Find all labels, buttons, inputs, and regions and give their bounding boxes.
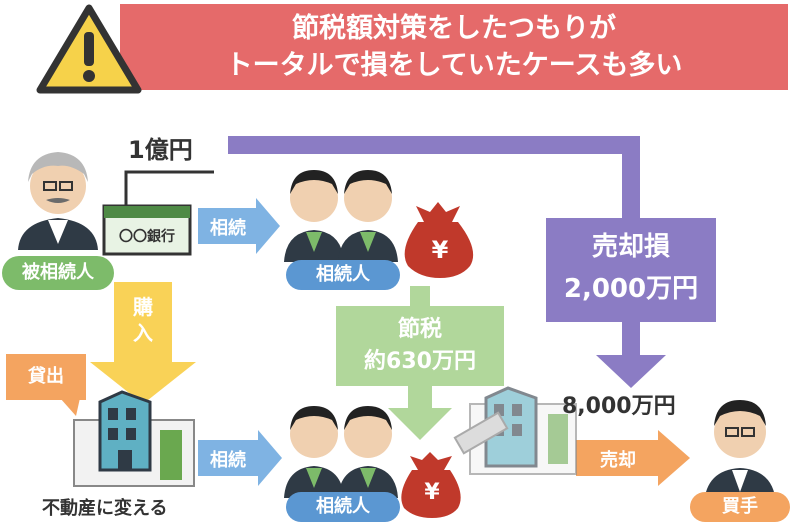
heirs-bottom-person bbox=[284, 406, 398, 498]
inherit-bottom-arrow bbox=[258, 430, 282, 486]
bankbook-icon bbox=[102, 204, 192, 256]
sale-loss-box bbox=[546, 218, 716, 322]
heirs-bottom-label: 相続人 bbox=[286, 492, 400, 522]
inherit-bottom-label: 相続 bbox=[210, 450, 246, 471]
sold-tag-icon bbox=[453, 411, 509, 455]
purchase-arrow-body bbox=[114, 282, 172, 364]
banner-line-1: 節税額対策をしたつもりが bbox=[292, 13, 616, 44]
tax-save-box bbox=[336, 306, 504, 386]
tax-save-line-2: 約630万円 bbox=[364, 349, 476, 374]
money-bag-top-icon bbox=[404, 202, 474, 278]
yen-bottom: ¥ bbox=[424, 480, 440, 505]
sale-loss-line-1: 売却損 bbox=[591, 232, 670, 262]
inherit-top-arrow bbox=[256, 198, 280, 254]
purple-arrowhead bbox=[596, 355, 666, 388]
warning-icon bbox=[36, 4, 142, 94]
heirs-top-label: 相続人 bbox=[286, 260, 400, 290]
tax-save-text: 節税 約630万円 bbox=[336, 314, 504, 378]
banner-line-2: トータルで損をしていたケースも多い bbox=[225, 50, 683, 81]
buyer-label: 買手 bbox=[690, 492, 790, 522]
inherit-top-label: 相続 bbox=[210, 218, 246, 239]
amount-1oku: 1億円 bbox=[128, 136, 193, 164]
amount-8000: 8,000万円 bbox=[562, 394, 676, 419]
decedent-person bbox=[18, 152, 98, 250]
lend-label: 貸出 bbox=[28, 366, 64, 387]
purchase-arrowhead bbox=[90, 362, 196, 404]
heirs-top-person bbox=[284, 170, 398, 262]
sale-label: 売却 bbox=[600, 450, 636, 471]
yen-top: ¥ bbox=[431, 236, 449, 264]
building-icon bbox=[73, 390, 195, 487]
sale-loss-line-2: 2,000万円 bbox=[563, 274, 699, 304]
sale-loss-text: 売却損 2,000万円 bbox=[546, 226, 716, 310]
banner-text: 節税額対策をしたつもりが トータルで損をしていたケースも多い bbox=[120, 10, 788, 84]
bank-name: 〇〇銀行 bbox=[119, 229, 175, 245]
banner bbox=[120, 4, 788, 90]
decedent-label: 被相続人 bbox=[2, 256, 114, 290]
purchase-label: 購入 bbox=[133, 295, 153, 345]
to-real-estate-label: 不動産に変える bbox=[42, 498, 168, 519]
tax-save-arrowhead bbox=[388, 408, 452, 440]
purple-line bbox=[228, 136, 640, 154]
sale-arrow bbox=[658, 430, 690, 486]
money-bag-bottom-icon bbox=[401, 452, 461, 518]
buyer-person bbox=[704, 400, 776, 504]
lend-bubble bbox=[6, 354, 86, 400]
leader-line bbox=[124, 170, 214, 206]
tax-save-line-1: 節税 bbox=[397, 317, 442, 342]
